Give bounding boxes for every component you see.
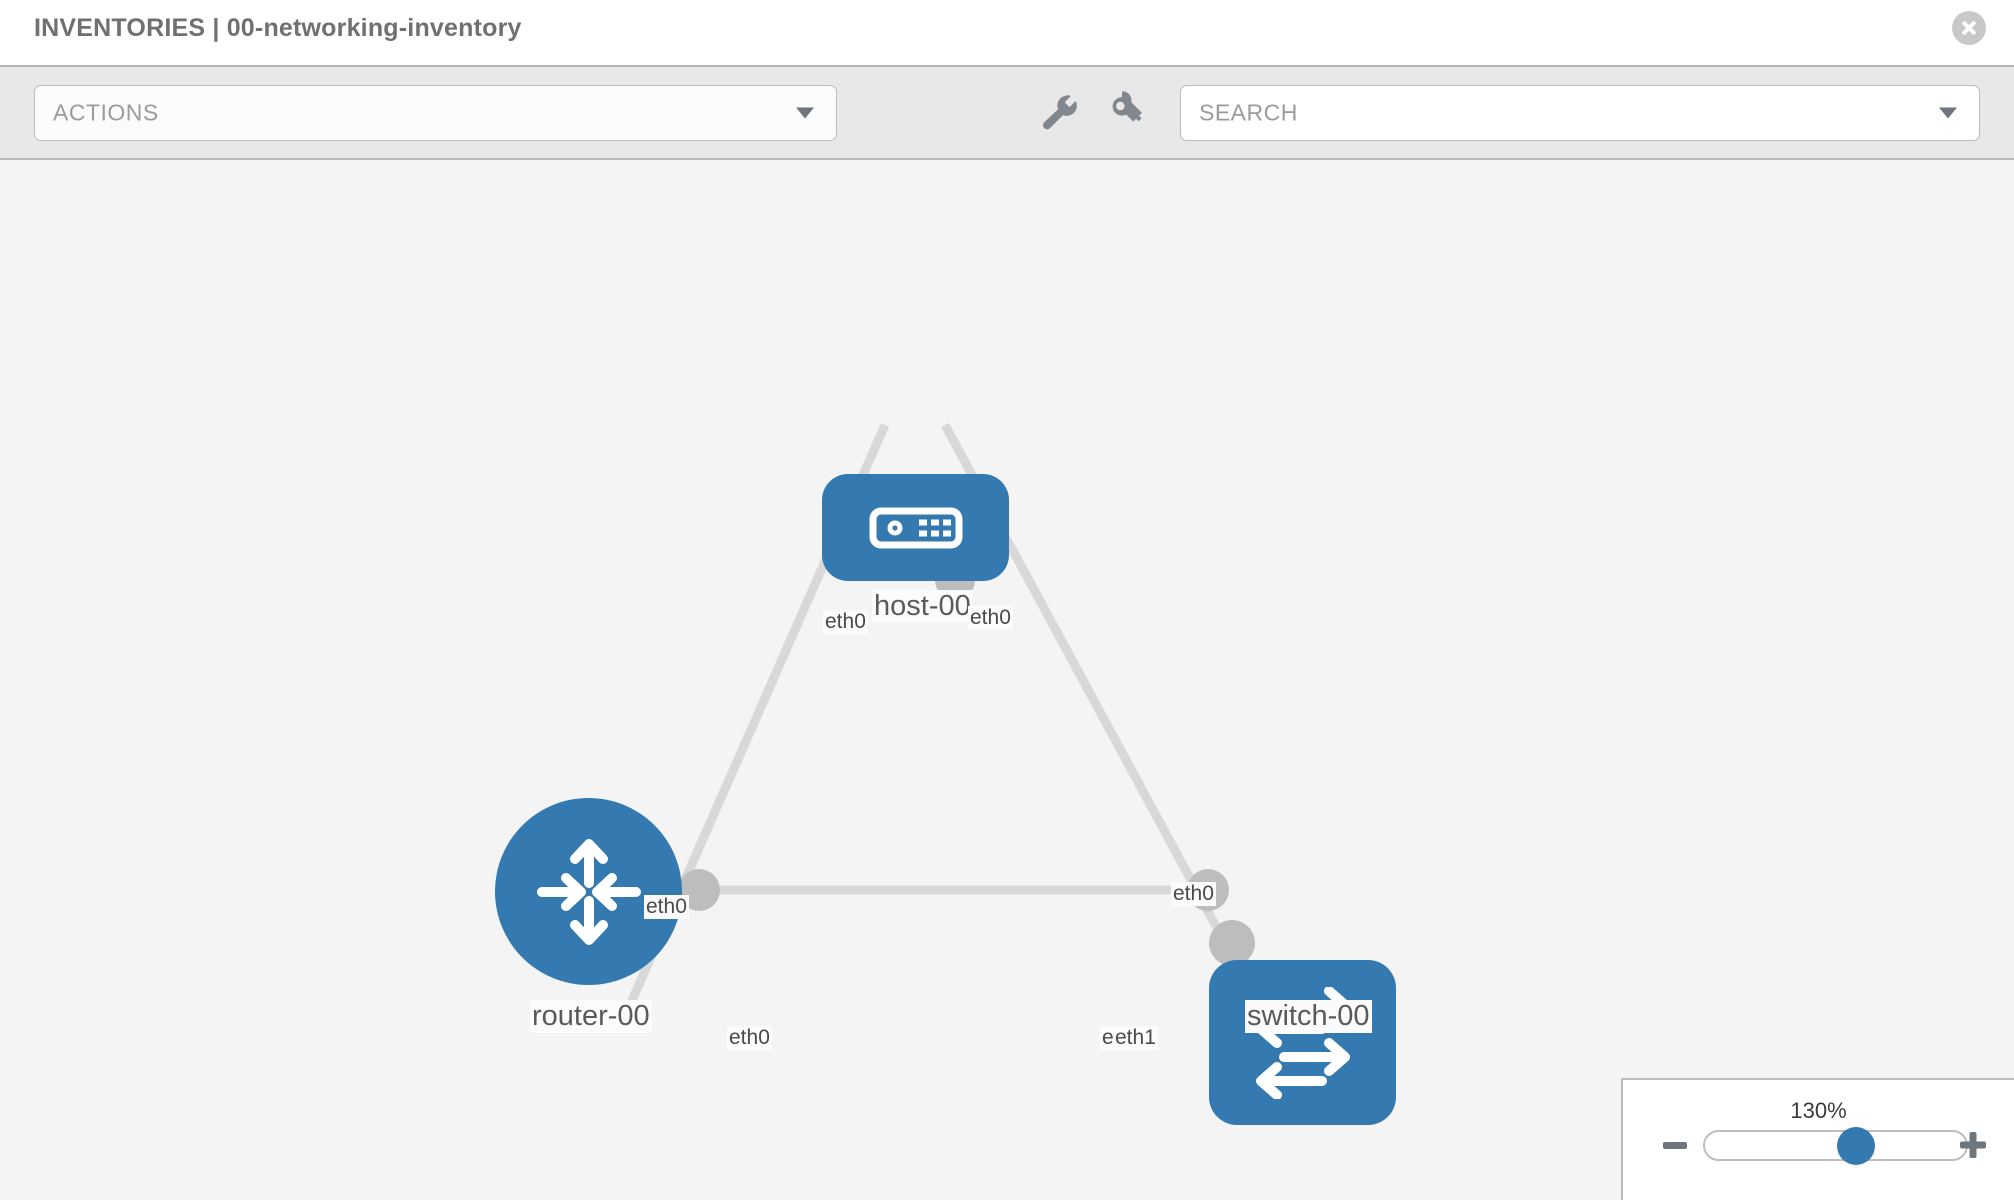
edge-label-switch00-eth0-up: eth0 [1171, 882, 1216, 907]
chevron-down-icon[interactable] [1939, 107, 1957, 119]
search-input-placeholder: SEARCH [1199, 99, 1298, 126]
node-switch-00-label: switch-00 [1245, 1000, 1372, 1034]
actions-dropdown[interactable]: ACTIONS [34, 85, 837, 141]
edge-label-switch00-eth1: eth1 [1113, 1026, 1158, 1051]
zoom-level-value: 130% [1790, 1098, 1847, 1123]
node-switch-00-shape [1209, 960, 1396, 1125]
node-host-00[interactable] [822, 474, 1009, 581]
zoom-in-button[interactable] [1958, 1130, 1988, 1160]
page-header: INVENTORIES | 00-networking-inventory [0, 0, 2014, 67]
zoom-slider-thumb[interactable] [1837, 1126, 1876, 1165]
edge-label-host00-eth0-left: eth0 [823, 610, 868, 635]
page-title: INVENTORIES | 00-networking-inventory [34, 14, 522, 42]
server-icon [869, 505, 963, 551]
connector-switch00-eth0[interactable] [1209, 920, 1255, 966]
toolbar: ACTIONS SEARCH [0, 67, 2014, 160]
chevron-down-icon [796, 107, 814, 119]
node-host-00-shape [822, 474, 1009, 581]
topology-canvas[interactable]: host-00 eth0 eth0 [0, 160, 2014, 1200]
router-arrows-icon [530, 833, 648, 951]
node-router-00[interactable] [495, 798, 682, 985]
topology-edges [625, 422, 1249, 1007]
edge-label-router00-eth0-up: eth0 [644, 895, 689, 920]
edge-label-router00-eth0: eth0 [727, 1026, 772, 1051]
plus-icon-vertical [1969, 1132, 1977, 1158]
node-host-00-label: host-00 [872, 590, 973, 624]
node-switch-00[interactable] [1209, 960, 1396, 1125]
actions-dropdown-label: ACTIONS [53, 99, 159, 126]
search-input[interactable]: SEARCH [1180, 85, 1980, 141]
zoom-out-button[interactable] [1663, 1142, 1687, 1149]
wrench-icon[interactable] [1035, 89, 1083, 137]
node-router-00-shape [495, 798, 682, 985]
close-icon[interactable] [1952, 11, 1986, 45]
edge-label-host00-eth0-right: eth0 [968, 606, 1013, 631]
zoom-control-panel: 130% [1621, 1078, 2014, 1200]
node-router-00-label: router-00 [530, 1000, 652, 1034]
zoom-slider[interactable] [1703, 1126, 1968, 1165]
key-icon[interactable] [1103, 89, 1151, 137]
